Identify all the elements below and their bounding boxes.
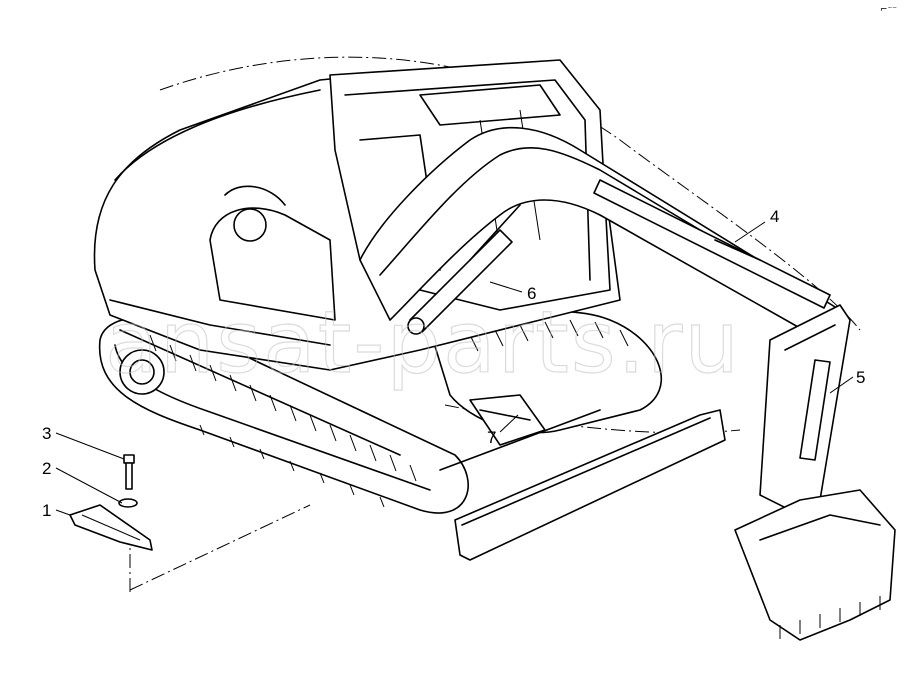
- callout-2: 2: [42, 459, 51, 478]
- washer-part: [118, 498, 138, 508]
- exploded-parts-group: [69, 454, 153, 551]
- corner-mark: ⌐⁻⁻: [880, 5, 897, 15]
- leader-lines: [55, 221, 854, 516]
- callout-4: 4: [770, 207, 779, 226]
- watermark-text: ansat-parts.ru: [105, 293, 741, 393]
- callout-5: 5: [856, 368, 865, 387]
- bucket-cylinder: [799, 359, 831, 461]
- arm-cylinder: [593, 179, 831, 309]
- boom-cylinder: [407, 204, 521, 335]
- dozer-blade: [439, 409, 726, 561]
- bolt-part: [123, 454, 135, 490]
- callout-7: 7: [487, 428, 496, 447]
- swing-bracket: [469, 394, 546, 446]
- callout-3: 3: [42, 424, 51, 443]
- excavator-arm: [759, 304, 851, 511]
- callout-6: 6: [527, 284, 536, 303]
- excavator-bucket: [734, 489, 896, 641]
- callout-1: 1: [42, 501, 51, 520]
- left-crawler-track: [98, 316, 469, 514]
